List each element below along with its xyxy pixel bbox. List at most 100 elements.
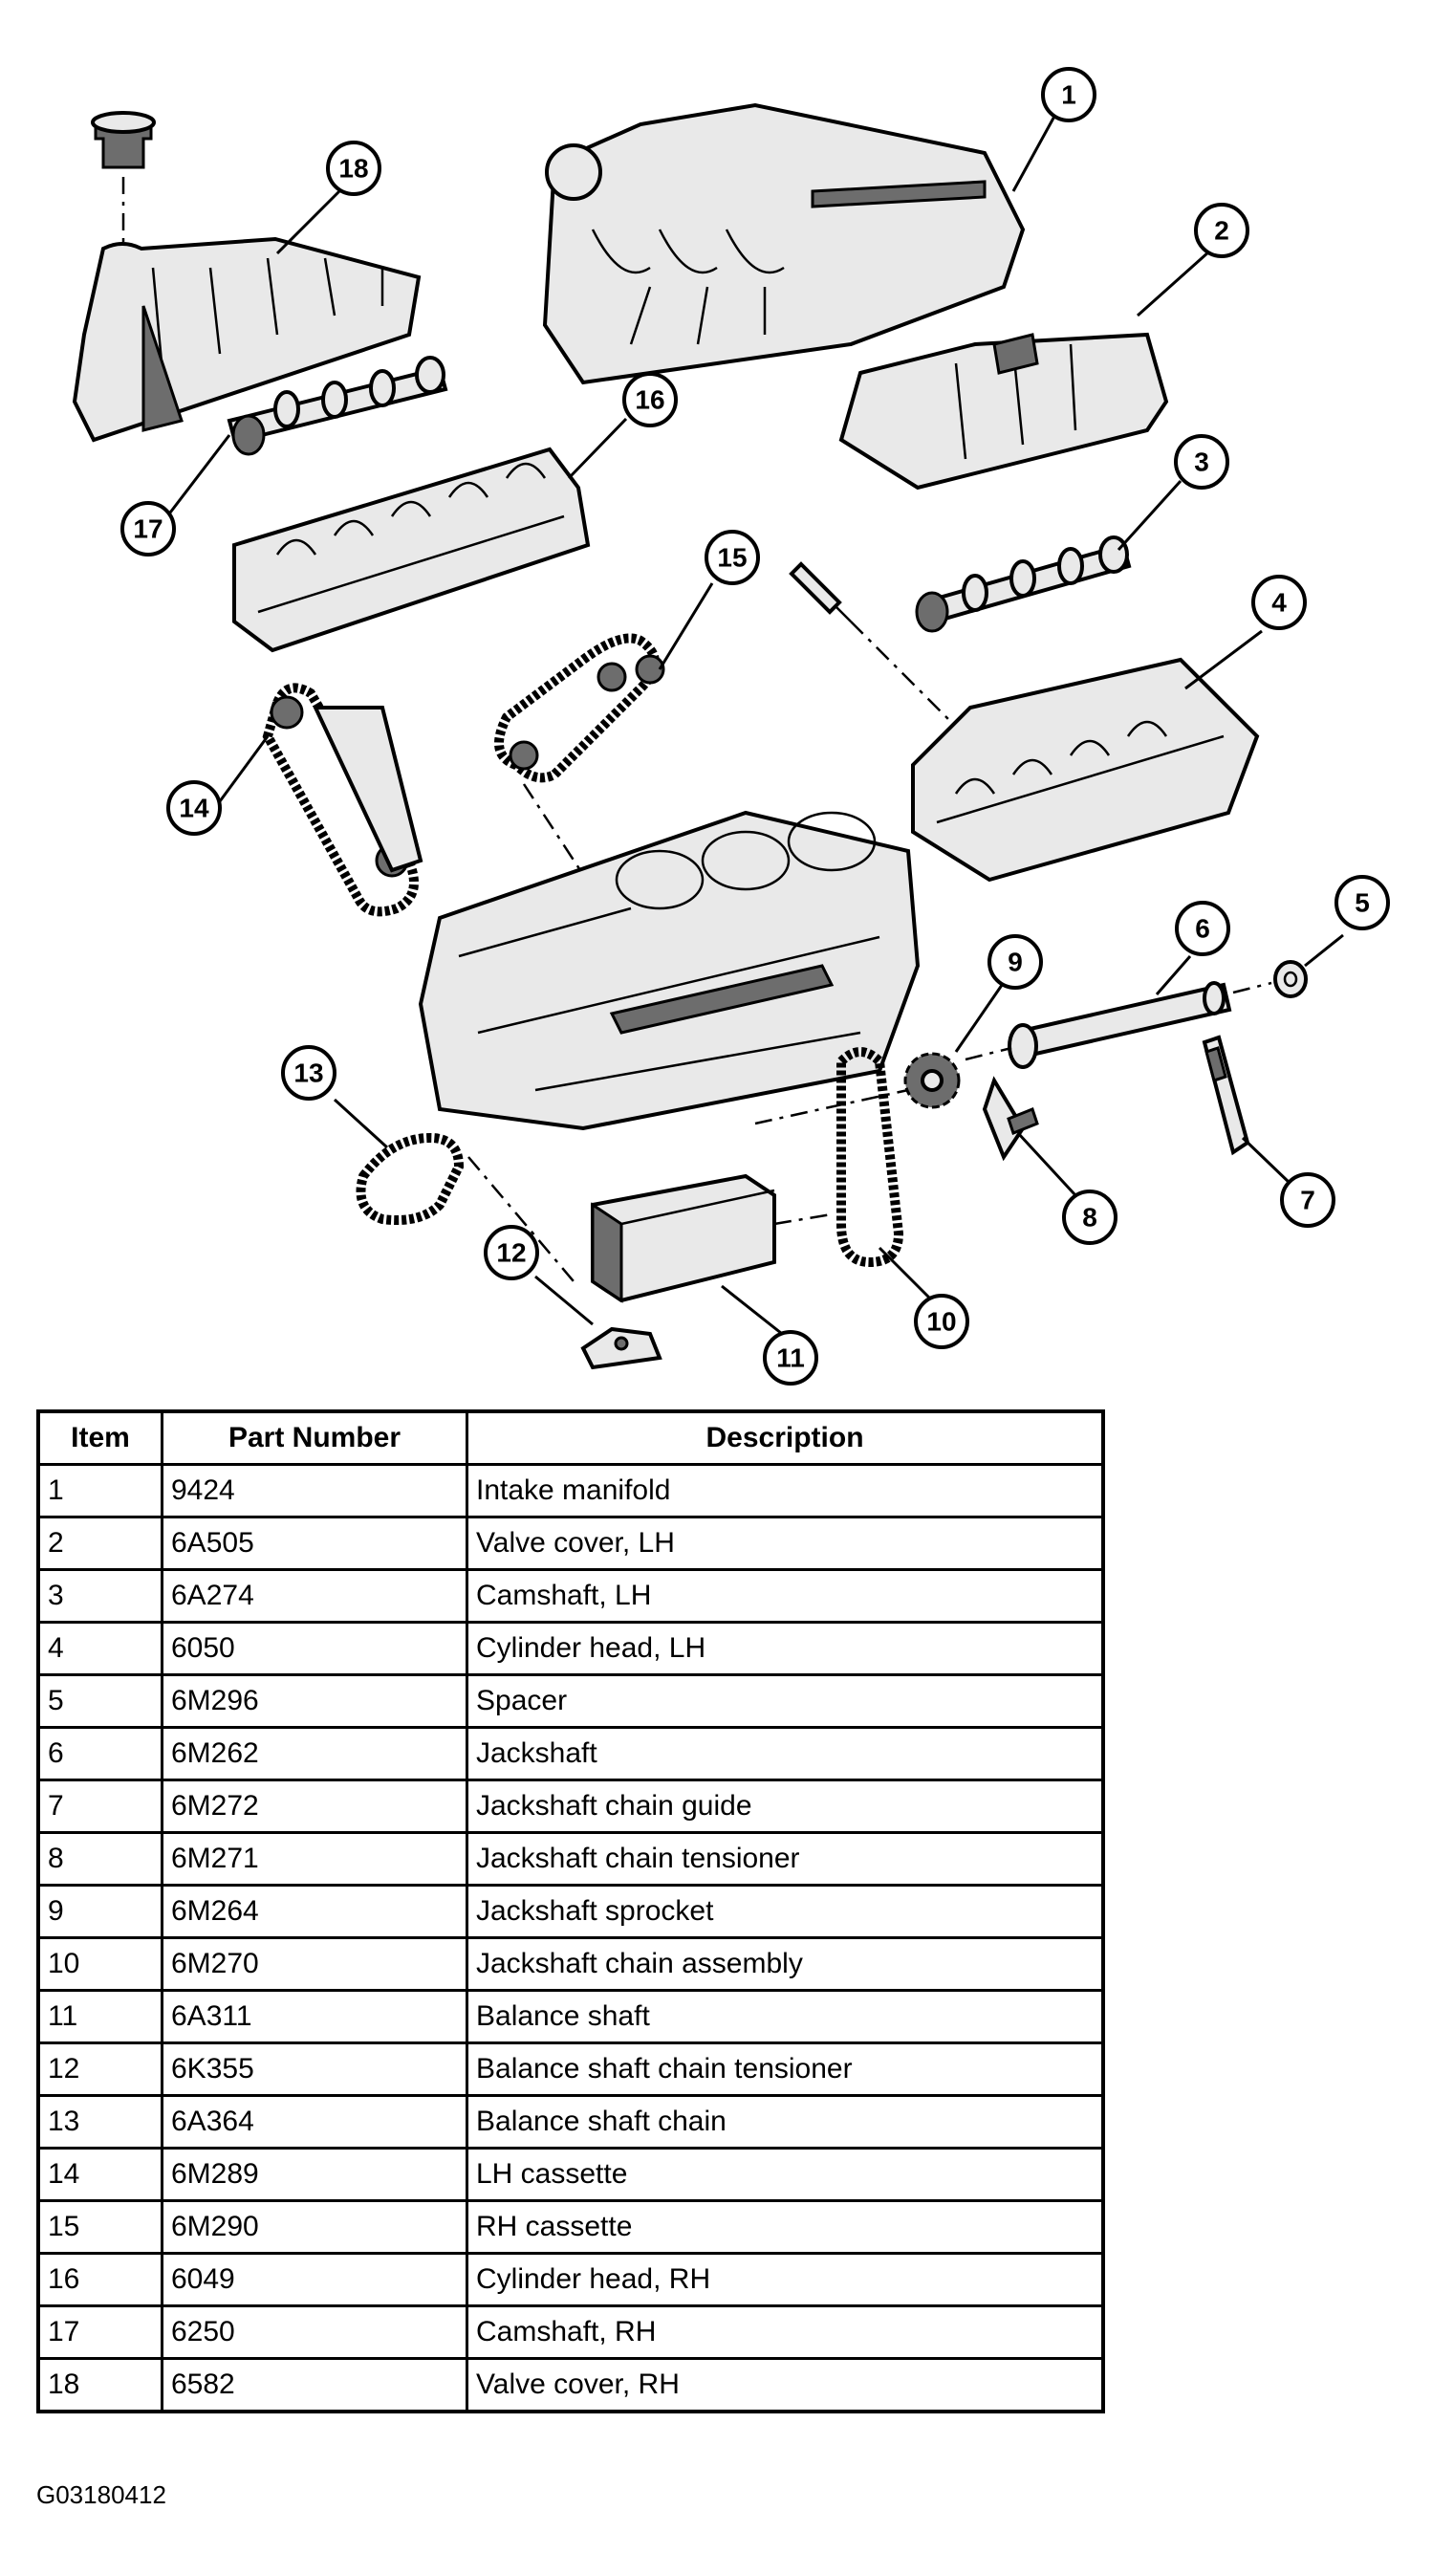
part-engine-block <box>418 810 921 1131</box>
callout-18: 18 <box>326 141 381 196</box>
cell-description: Balance shaft chain <box>466 2094 1105 2150</box>
svg-text:15: 15 <box>717 543 747 573</box>
part-jackshaft-chain-tensioner <box>982 1076 1039 1162</box>
svg-text:2: 2 <box>1214 216 1229 246</box>
cell-description: Jackshaft <box>466 1726 1105 1781</box>
cell-part-number: 6050 <box>161 1621 468 1676</box>
cell-item: 18 <box>36 2357 163 2413</box>
callout-6: 6 <box>1175 901 1230 956</box>
cell-part-number: 6M289 <box>161 2147 468 2202</box>
part-jackshaft-chain-guide <box>1202 1035 1250 1156</box>
part-jackshaft <box>965 981 1272 1069</box>
svg-text:14: 14 <box>179 794 209 823</box>
cell-description: Camshaft, RH <box>466 2304 1105 2360</box>
cell-description: Valve cover, LH <box>466 1516 1105 1571</box>
part-jackshaft-sprocket <box>754 1052 961 1125</box>
part-cylinder-head-lh <box>911 657 1260 883</box>
cell-description: Jackshaft chain guide <box>466 1779 1105 1834</box>
cell-item: 11 <box>36 1989 163 2044</box>
callout-2: 2 <box>1194 203 1249 258</box>
cell-description: Cylinder head, RH <box>466 2252 1105 2307</box>
cell-part-number: 6M290 <box>161 2199 468 2255</box>
cell-part-number: 6A274 <box>161 1568 468 1624</box>
part-camshaft-rh <box>227 356 448 456</box>
cell-item: 12 <box>36 2041 163 2097</box>
svg-text:6: 6 <box>1195 914 1210 944</box>
svg-text:1: 1 <box>1061 80 1076 110</box>
part-intake-manifold <box>542 102 1026 385</box>
cell-description: LH cassette <box>466 2147 1105 2202</box>
cell-part-number: 6A505 <box>161 1516 468 1571</box>
callout-11: 11 <box>763 1330 818 1386</box>
part-cylinder-head-rh <box>232 447 591 653</box>
cell-description: Valve cover, RH <box>466 2357 1105 2413</box>
svg-text:9: 9 <box>1008 948 1023 977</box>
figure-code: G03180412 <box>36 2480 166 2509</box>
cell-item: 16 <box>36 2252 163 2307</box>
callout-16: 16 <box>622 372 678 427</box>
svg-text:5: 5 <box>1355 888 1370 918</box>
callout-7: 7 <box>1280 1172 1335 1228</box>
cell-description: Jackshaft chain assembly <box>466 1936 1105 1992</box>
svg-text:4: 4 <box>1271 588 1287 618</box>
callout-4: 4 <box>1251 575 1307 630</box>
cell-item: 10 <box>36 1936 163 1992</box>
cell-part-number: 6049 <box>161 2252 468 2307</box>
part-rh-cassette <box>494 633 665 890</box>
cell-item: 17 <box>36 2304 163 2360</box>
callout-14: 14 <box>166 780 222 836</box>
part-lh-cassette <box>262 683 423 917</box>
cell-item: 7 <box>36 1779 163 1834</box>
cell-part-number: 6A364 <box>161 2094 468 2150</box>
part-valve-cover-lh <box>838 332 1169 491</box>
cell-description: Intake manifold <box>466 1463 1105 1518</box>
cell-description: Jackshaft chain tensioner <box>466 1831 1105 1887</box>
cell-part-number: 6K355 <box>161 2041 468 2097</box>
cell-description: RH cassette <box>466 2199 1105 2255</box>
part-spark-plug <box>789 561 966 737</box>
svg-text:13: 13 <box>293 1059 323 1088</box>
cell-part-number: 6582 <box>161 2357 468 2413</box>
callout-17: 17 <box>120 501 176 557</box>
svg-text:18: 18 <box>338 154 368 184</box>
cell-part-number: 9424 <box>161 1463 468 1518</box>
cell-item: 13 <box>36 2094 163 2150</box>
callout-9: 9 <box>987 934 1043 990</box>
cell-item: 14 <box>36 2147 163 2202</box>
part-camshaft-lh <box>915 535 1132 633</box>
cell-part-number: 6M271 <box>161 1831 468 1887</box>
cell-item: 2 <box>36 1516 163 1571</box>
cell-description: Balance shaft chain tensioner <box>466 2041 1105 2097</box>
part-spacer <box>1273 960 1308 998</box>
callout-8: 8 <box>1062 1190 1117 1245</box>
cell-description: Spacer <box>466 1673 1105 1729</box>
callout-3: 3 <box>1174 434 1229 490</box>
cell-description: Camshaft, LH <box>466 1568 1105 1624</box>
callout-15: 15 <box>705 530 760 585</box>
cell-part-number: 6M264 <box>161 1884 468 1939</box>
cell-description: Cylinder head, LH <box>466 1621 1105 1676</box>
leader-lines <box>165 112 1344 1339</box>
exploded-engine-diagram: 1 2 3 4 5 6 7 8 9 10 11 12 13 14 15 16 1… <box>72 67 1390 1386</box>
svg-text:7: 7 <box>1300 1186 1315 1215</box>
cell-part-number: 6A311 <box>161 1989 468 2044</box>
svg-text:11: 11 <box>776 1343 805 1373</box>
callout-10: 10 <box>914 1294 969 1349</box>
part-balance-shaft <box>591 1173 833 1303</box>
cell-description: Jackshaft sprocket <box>466 1884 1105 1939</box>
